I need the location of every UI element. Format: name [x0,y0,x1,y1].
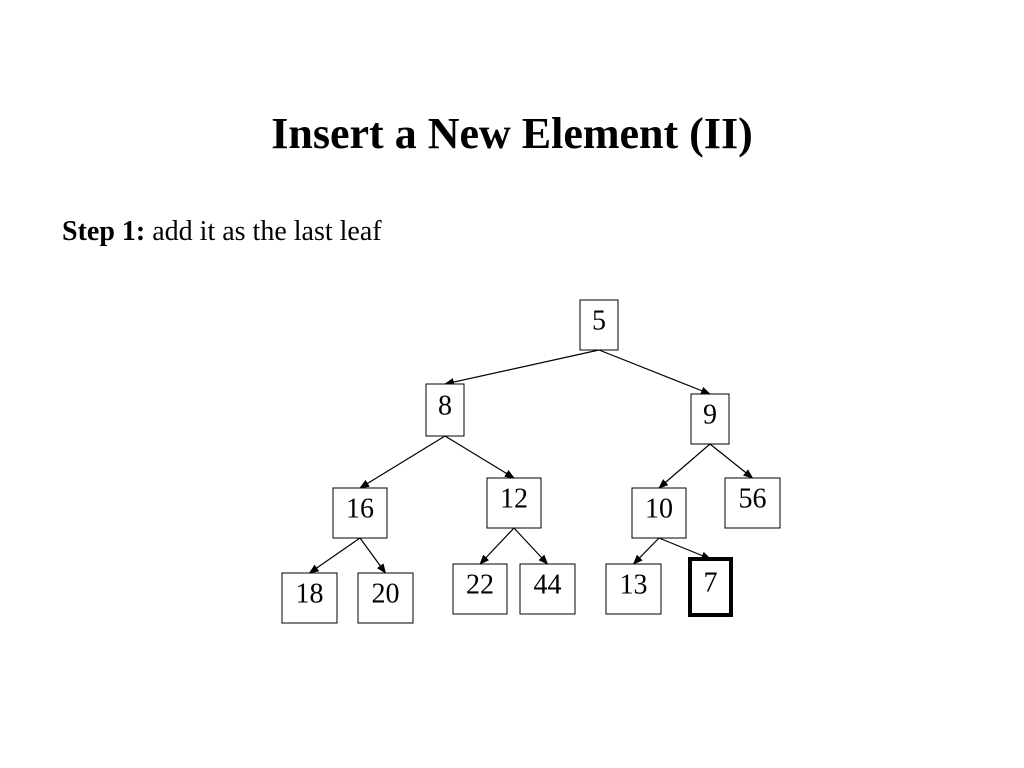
node-box-56 [724,477,781,529]
tree-node-18: 18 [281,572,338,624]
node-label-8: 8 [438,391,452,422]
node-box-13 [605,563,662,615]
node-label-18: 18 [296,579,324,610]
node-box-12 [486,477,542,529]
node-label-44: 44 [534,570,562,601]
node-label-10: 10 [645,494,673,525]
tree-node-13: 13 [605,563,662,615]
tree-node-20: 20 [357,572,414,624]
node-box-20 [357,572,414,624]
step-text: add it as the last leaf [145,216,382,247]
node-box-16 [332,487,388,539]
tree-node-44: 44 [519,563,576,615]
node-label-16: 16 [346,494,374,525]
tree-node-5: 5 [579,299,619,351]
node-box-22 [452,563,508,615]
edge-9-to-10 [658,443,711,489]
step-label: Step 1: [62,216,146,247]
tree-node-22: 22 [452,563,508,615]
node-label-7: 7 [704,568,718,599]
tree-node-9: 9 [690,393,730,445]
node-label-20: 20 [372,579,400,610]
edge-10-to-13 [632,537,660,565]
node-label-13: 13 [620,570,648,601]
tree-node-12: 12 [486,477,542,529]
edge-8-to-12 [444,435,515,479]
tree-nodes: 5 8 9 16 12 10 56 18 20 22 44 13 7 [281,299,781,624]
edge-12-to-44 [513,527,549,565]
tree-node-8: 8 [425,383,465,437]
node-label-9: 9 [703,400,717,431]
node-box-10 [631,487,687,539]
slide-title: Insert a New Element (II) [271,109,753,158]
node-label-12: 12 [500,484,528,515]
tree-edges [308,349,754,574]
edge-12-to-22 [479,527,515,565]
edge-5-to-9 [598,349,711,395]
step-description: Step 1: add it as the last leaf [62,214,382,250]
node-box-8 [425,383,465,437]
tree-node-10: 10 [631,487,687,539]
edge-10-to-7 [658,537,712,560]
node-box-9 [690,393,730,445]
edge-16-to-20 [359,537,387,574]
edge-16-to-18 [308,537,361,574]
node-label-5: 5 [592,306,606,337]
node-box-44 [519,563,576,615]
edge-9-to-56 [709,443,754,479]
node-box-7 [688,557,733,617]
edge-5-to-8 [444,349,600,386]
node-box-5 [579,299,619,351]
node-label-22: 22 [466,570,494,601]
tree-node-56: 56 [724,477,781,529]
edge-8-to-16 [359,435,446,489]
node-label-56: 56 [739,484,767,515]
node-box-18 [281,572,338,624]
tree-node-16: 16 [332,487,388,539]
tree-node-7: 7 [688,557,733,617]
